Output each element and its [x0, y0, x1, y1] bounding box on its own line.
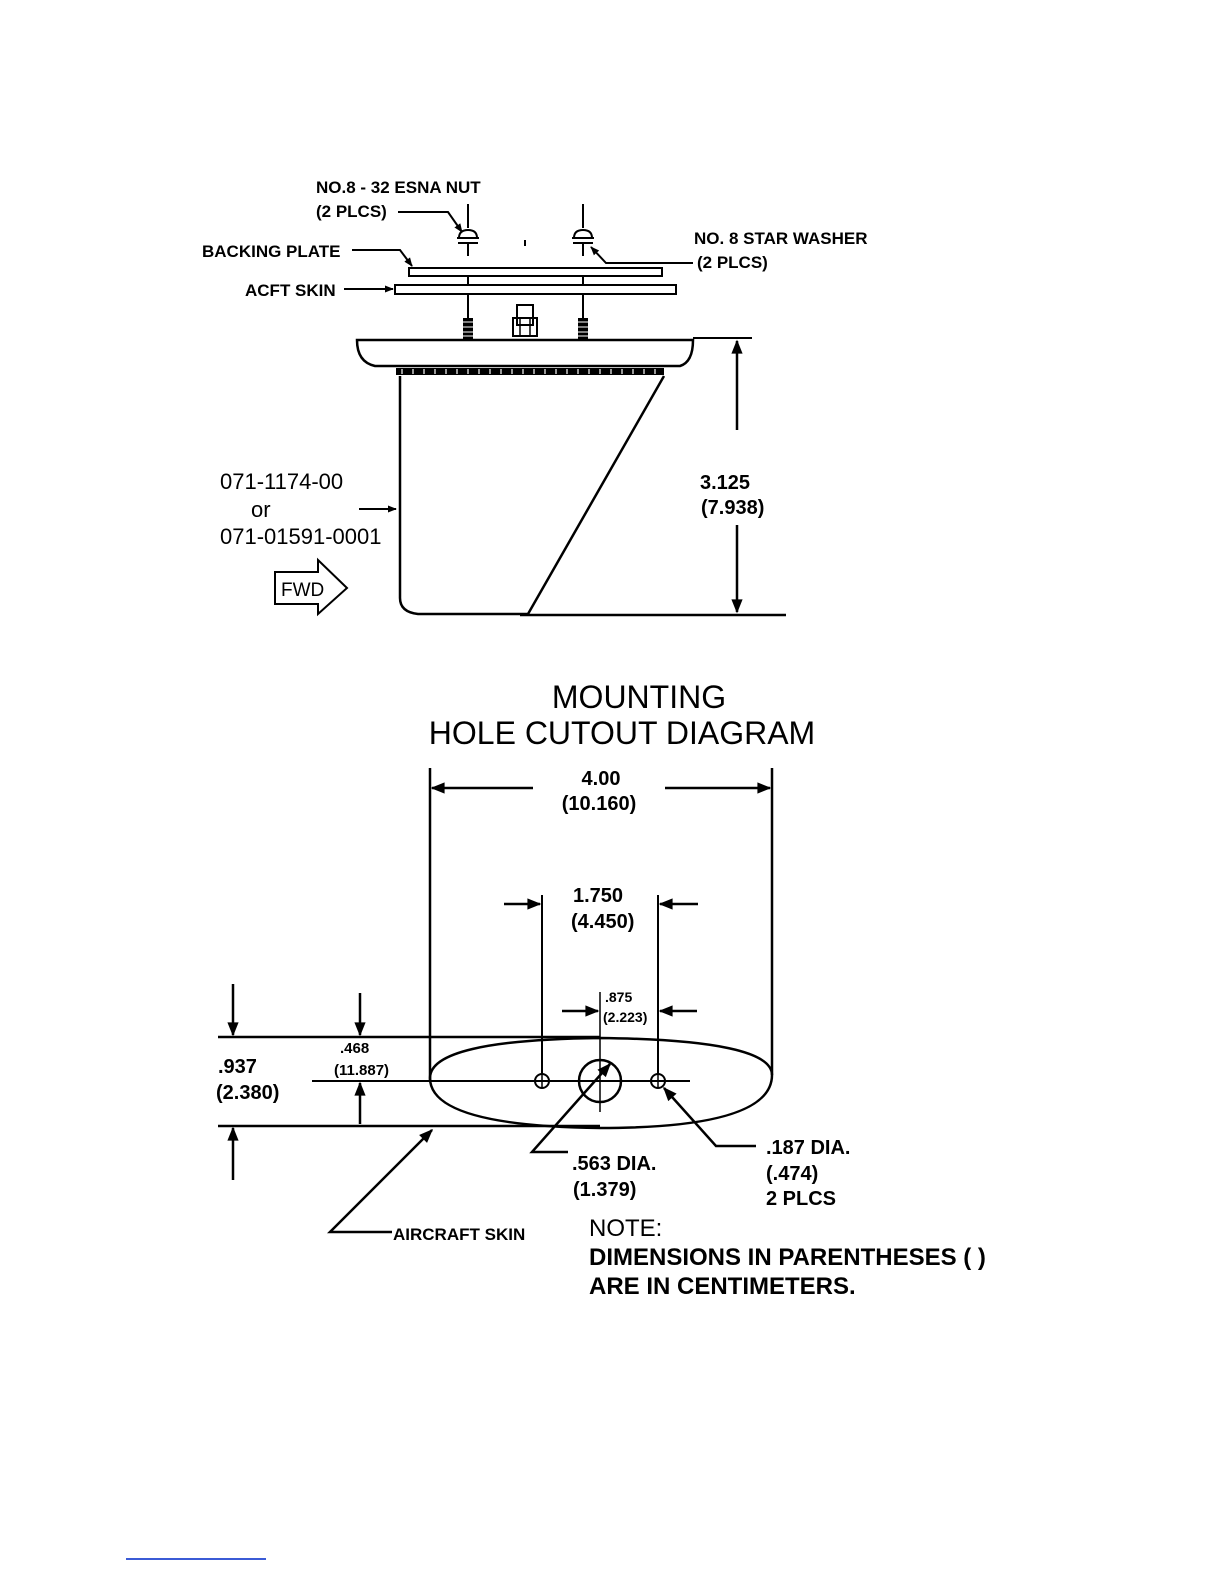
bolt-hole-qty: 2 PLCS: [766, 1188, 836, 1210]
esna-nut-right: [572, 228, 594, 256]
half-height-value: .468: [340, 1040, 369, 1057]
aircraft-skin-label: AIRCRAFT SKIN: [393, 1225, 525, 1244]
fwd-label: FWD: [281, 580, 324, 601]
total-height-value: .937: [218, 1056, 257, 1078]
backing-plate-leader: [352, 249, 413, 267]
part-number-or: or: [251, 497, 271, 522]
note-line2: ARE IN CENTIMETERS.: [589, 1273, 856, 1300]
backing-plate-label: BACKING PLATE: [202, 242, 341, 261]
top-view-leaders: [344, 211, 693, 513]
bolt-hole-metric: (.474): [766, 1163, 818, 1185]
gasket-strip: [396, 368, 664, 375]
diagram-title-line2: HOLE CUTOUT DIAGRAM: [429, 715, 815, 751]
center-hole-leader: [529, 1062, 611, 1154]
bolt-spacing-value: 1.750: [573, 885, 623, 907]
acft-skin-label: ACFT SKIN: [245, 281, 336, 300]
esna-nut-label: NO.8 - 32 ESNA NUT: [316, 178, 481, 197]
part-number-2: 071-01591-0001: [220, 524, 381, 549]
center-hole-dia: .563 DIA.: [572, 1153, 656, 1175]
bolt-hole-dia: .187 DIA.: [766, 1137, 850, 1159]
height-dim-metric: (7.938): [701, 497, 764, 519]
center-hole-metric: (1.379): [573, 1179, 636, 1201]
bolt-spacing-metric: (4.450): [571, 911, 634, 933]
bnc-connector: [512, 304, 538, 337]
antenna-blade-body: [398, 375, 666, 616]
antenna-side-view: [274, 204, 786, 617]
width-dim-value: 4.00: [582, 768, 621, 790]
esna-nut-left: [457, 228, 479, 256]
half-height-metric: (11.887): [334, 1062, 389, 1079]
star-washer-label: NO. 8 STAR WASHER: [694, 229, 867, 248]
acft-skin-plate: [394, 284, 677, 295]
width-dim-metric: (10.160): [562, 793, 637, 815]
esna-nut-leader: [398, 211, 463, 233]
half-offset-metric: (2.223): [603, 1009, 647, 1025]
bolt-hole-leader: [663, 1086, 756, 1148]
center-hole: [577, 1058, 623, 1104]
esna-nut-qty: (2 PLCS): [316, 202, 387, 221]
cutout-geometry: [218, 768, 774, 1234]
height-dim-value: 3.125: [700, 472, 750, 494]
note-line1: DIMENSIONS IN PARENTHESES ( ): [589, 1244, 986, 1271]
aircraft-skin-leader: [326, 1129, 433, 1234]
threaded-stud-right: [578, 318, 588, 340]
note-heading: NOTE:: [589, 1215, 662, 1242]
diagram-title-line1: MOUNTING: [552, 679, 726, 715]
antenna-base-flange: [355, 338, 695, 368]
total-height-metric: (2.380): [216, 1082, 279, 1104]
part-number-1: 071-1174-00: [220, 469, 343, 494]
fwd-arrow: [274, 557, 349, 617]
cutout-outline: [428, 1036, 774, 1130]
half-offset-value: .875: [605, 989, 632, 1005]
star-washer-leader: [590, 246, 693, 264]
threaded-stud-left: [463, 318, 473, 340]
backing-plate: [408, 267, 663, 277]
star-washer-qty: (2 PLCS): [697, 253, 768, 272]
